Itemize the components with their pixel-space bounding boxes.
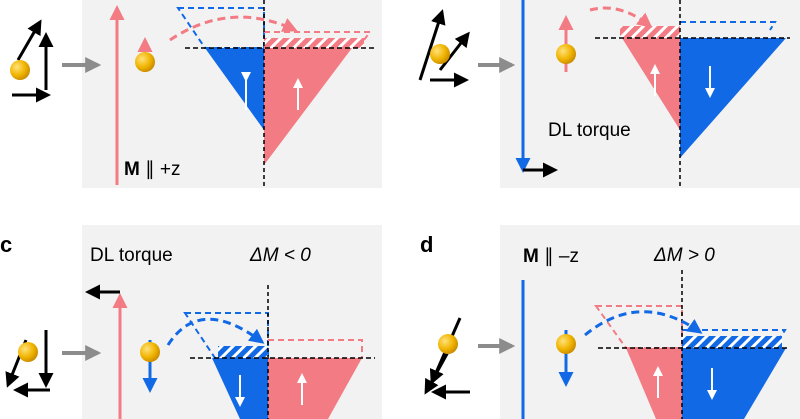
- electron-icon: [430, 44, 450, 64]
- hatched-occupation: [682, 336, 782, 348]
- panel-a-magnetization-label: M ∥ +z: [124, 158, 180, 181]
- panel-a: [10, 0, 382, 188]
- empty-minority-band: [594, 305, 683, 349]
- transfer-arrow: [584, 310, 703, 337]
- electron-icon: [556, 44, 576, 64]
- panel-c-delta-label: ΔM < 0: [250, 245, 311, 266]
- mag-direction-d: ∥ –z: [538, 246, 579, 267]
- empty-majority-band: [268, 339, 363, 358]
- panel-c-torque-label: DL torque: [90, 245, 173, 266]
- panel-c-label: c: [0, 232, 13, 257]
- electron-icon: [438, 334, 458, 354]
- hatched-occupation: [264, 38, 364, 48]
- majority-band: [680, 38, 786, 158]
- majority-band: [264, 48, 352, 165]
- transfer-arrow: [589, 6, 653, 28]
- panel-a-background: [82, 0, 382, 188]
- panel-d: [424, 225, 800, 419]
- electron-icon: [140, 342, 160, 362]
- electron-icon: [10, 60, 30, 80]
- majority-band: [268, 358, 362, 419]
- empty-minority-band: [183, 312, 269, 359]
- electron-icon: [556, 334, 576, 354]
- transfer-arrow: [169, 15, 298, 42]
- electron-icon: [18, 342, 38, 362]
- spin-triad-a: [10, 19, 54, 103]
- electron-icon: [135, 52, 155, 72]
- transfer-arrow: [166, 317, 265, 346]
- mag-direction-a: ∥ +z: [139, 159, 181, 180]
- panel-b-torque-label: DL torque: [548, 120, 631, 141]
- majority-band: [682, 348, 786, 419]
- spin-triad-c: [5, 330, 54, 398]
- panel-d-magnetization-label: M ∥ –z: [523, 245, 579, 268]
- minority-band: [626, 348, 682, 419]
- panel-b: [418, 0, 800, 188]
- panel-c: [5, 225, 382, 419]
- panel-d-delta-label: ΔM > 0: [654, 245, 715, 266]
- spin-triad-b: [418, 9, 470, 88]
- mag-symbol-a: M: [124, 159, 140, 180]
- minority-band: [622, 38, 680, 130]
- hatched-occupation: [218, 346, 268, 358]
- mag-symbol-d: M: [523, 246, 539, 267]
- panel-d-label: d: [420, 232, 434, 257]
- spin-triad-d: [424, 317, 470, 400]
- hatched-occupation: [620, 26, 680, 38]
- minority-band: [205, 48, 264, 130]
